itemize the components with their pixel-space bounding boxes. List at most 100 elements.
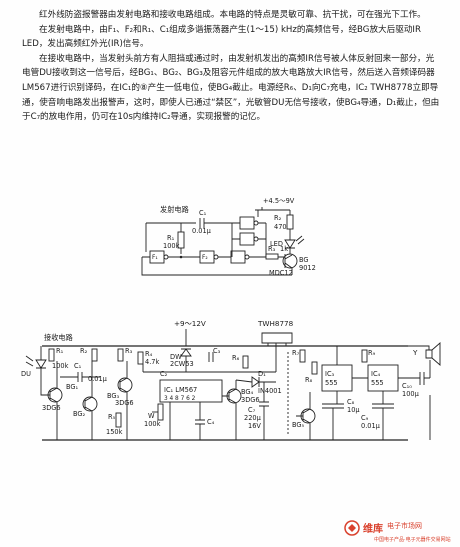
receiver-bg4-label: BG₄ <box>241 388 254 396</box>
watermark-brand: 维库 <box>363 522 383 535</box>
receiver-ic2-block <box>261 332 293 344</box>
transmitter-gate-f4 <box>239 216 255 230</box>
transmitter-r3-value: 1k <box>280 245 288 253</box>
receiver-r5-resistor <box>115 412 122 428</box>
receiver-r8-resistor <box>311 361 318 375</box>
watermark-site: 电子市场网 <box>387 521 422 530</box>
receiver-du-label: DU <box>21 370 31 378</box>
transmitter-r2-label: R₂ <box>274 214 282 222</box>
receiver-r1-label: R₁ <box>56 347 64 355</box>
receiver-ic1-pins: 3 4 8 7 6 2 <box>164 396 196 402</box>
receiver-bg2-label: BG₂ <box>73 410 86 418</box>
receiver-r4-resistor <box>137 351 144 365</box>
receiver-w-label: W <box>148 412 155 420</box>
receiver-dw-zener <box>180 348 192 357</box>
receiver-bg3-label: BG₃ <box>107 392 120 400</box>
receiver-d1-type: IN4001 <box>258 387 282 395</box>
transmitter-led-label: LED <box>270 240 283 248</box>
receiver-r7-resistor <box>299 349 306 363</box>
receiver-ic4-type: 555 <box>371 379 384 387</box>
paragraph-transmitter: 在发射电路中，由F₁、F₂和R₁、C₁组成多谐振荡器产生(1～15) kHz的高… <box>22 24 421 50</box>
transmitter-title: 发射电路 <box>160 205 189 214</box>
receiver-ic3-type: 555 <box>325 379 338 387</box>
receiver-c10-label: C₁₀ <box>402 382 412 390</box>
receiver-bg1-label: BG₁ <box>66 383 79 391</box>
transmitter-circuit: 发射电路 +4.5～9V C₁ 0.01μ R₁ 100k F₁ F₂ <box>141 197 316 277</box>
transmitter-r3-label: R₃ <box>268 245 276 253</box>
transmitter-r3-resistor <box>265 253 279 260</box>
receiver-ic1-label: IC₁ LM567 <box>164 386 197 394</box>
receiver-w-potentiometer <box>157 403 164 421</box>
receiver-bg3-type: 3DG6 <box>115 399 134 407</box>
receiver-r1-resistor <box>48 348 55 362</box>
receiver-ic4-label: IC₄ <box>371 370 381 378</box>
receiver-r4-value: 4.7k <box>145 358 159 366</box>
receiver-r5-label: R₅ <box>108 413 116 421</box>
receiver-r9-resistor <box>361 349 368 363</box>
transmitter-led-icon <box>284 239 296 249</box>
receiver-c8-label: C₈ <box>347 398 355 406</box>
receiver-du-photodiode <box>35 359 47 369</box>
receiver-bg4-type: 3DG6 <box>241 396 260 404</box>
receiver-dw-label: DW <box>170 353 182 361</box>
receiver-r4-label: R₄ <box>145 350 153 358</box>
receiver-c2-label: C₂ <box>160 370 168 378</box>
receiver-r1-value: 100k <box>52 362 69 370</box>
receiver-w-value: 100k <box>144 420 161 428</box>
receiver-c9-value: 0.01μ <box>361 422 381 430</box>
receiver-y-label: Y <box>412 348 418 357</box>
transmitter-bg-type: 9012 <box>299 264 316 272</box>
transmitter-gate-f5 <box>239 232 255 246</box>
transmitter-supply-label: +4.5～9V <box>263 197 295 205</box>
transmitter-bg-label: BG <box>299 256 309 264</box>
transmitter-r2-value: 470 <box>274 223 287 231</box>
receiver-ic3-label: IC₃ <box>325 370 335 378</box>
receiver-c10-value: 100μ <box>402 390 420 398</box>
receiver-c7-voltage: 16V <box>248 422 261 430</box>
receiver-r9-label: R₉ <box>368 349 376 357</box>
receiver-supply-label: +9～12V <box>174 319 206 328</box>
transmitter-f2-label: F₂ <box>202 255 208 261</box>
transmitter-c1-label: C₁ <box>199 209 207 217</box>
receiver-d1-diode <box>251 376 260 388</box>
receiver-c8-value: 10μ <box>347 406 360 414</box>
receiver-r3-resistor <box>117 348 124 362</box>
receiver-ic2-label: TWH8778 <box>257 319 294 328</box>
receiver-circuit: 接收电路 +9～12V TWH8778 DU R₁ 100k R₂ R₃ BG₁… <box>21 319 441 441</box>
watermark-sub: 中国电子产品·电子元器件交易网站 <box>374 536 451 543</box>
transmitter-c1-value: 0.01μ <box>192 227 212 235</box>
transmitter-r1-value: 100k <box>163 242 180 250</box>
receiver-r3-label: R₃ <box>125 347 133 355</box>
receiver-r6-resistor <box>242 355 249 369</box>
receiver-c1-value: 0.01μ <box>88 375 108 383</box>
description-text: 红外线防盗报警器由发射电路和接收电路组成。本电路的特点是灵敏可靠、抗干扰，可在强… <box>22 8 442 125</box>
receiver-c9-label: C₉ <box>361 414 369 422</box>
receiver-c7-label: C₇ <box>248 406 256 414</box>
receiver-r2-label: R₂ <box>80 347 88 355</box>
receiver-c1-label: C₁ <box>74 362 82 370</box>
receiver-c3-label: C₃ <box>213 347 221 355</box>
receiver-r2-resistor <box>91 348 98 362</box>
receiver-c4-label: C₄ <box>207 418 215 426</box>
receiver-d1-label: D₁ <box>258 370 266 378</box>
paragraph-receiver: 在接收电路中，当发射头前方有人阻挡或通过时，由发射机发出的高频IR信号被人体反射… <box>22 53 440 123</box>
receiver-ic4-555 <box>367 364 399 392</box>
paragraph-intro: 红外线防盗报警器由发射电路和接收电路组成。本电路的特点是灵敏可靠、抗干扰，可在强… <box>39 10 426 20</box>
transmitter-r2-resistor <box>286 214 294 230</box>
watermark-logo-icon <box>344 520 360 536</box>
receiver-dw-type: 2CW53 <box>170 360 194 368</box>
receiver-ic3-555 <box>321 364 353 392</box>
receiver-r5-value: 150k <box>106 428 123 436</box>
watermark: 维库 电子市场网 中国电子产品·电子元器件交易网站 <box>344 520 451 543</box>
transmitter-f1-label: F₁ <box>152 255 158 261</box>
transmitter-gate-f3 <box>230 250 246 264</box>
receiver-c7-value: 220μ <box>244 414 262 422</box>
receiver-title: 接收电路 <box>44 333 73 342</box>
receiver-bg5-label: BG₅ <box>292 421 305 429</box>
transmitter-ic-type: MDC12 <box>269 269 293 277</box>
receiver-bg1-type: 3DG6 <box>42 404 61 412</box>
speaker-icon <box>425 342 441 366</box>
transmitter-r1-label: R₁ <box>167 234 175 242</box>
receiver-ic1-lm567 <box>159 379 223 403</box>
